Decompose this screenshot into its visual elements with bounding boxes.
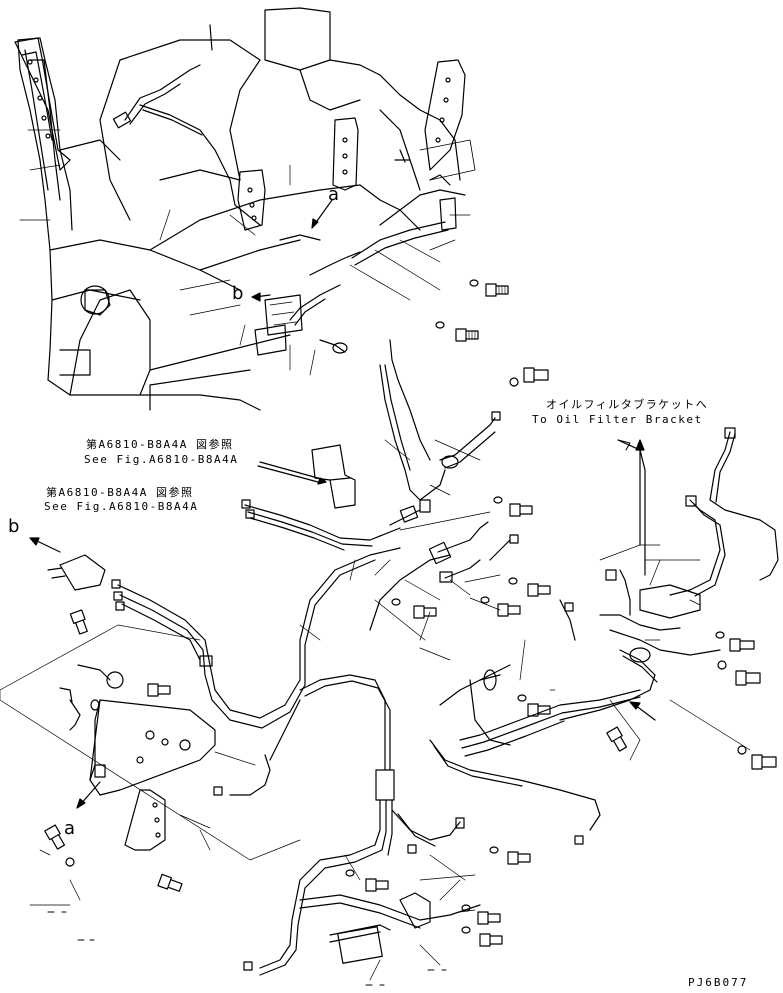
lift-bracket-right <box>424 59 466 171</box>
reference-note-en-2: See Fig.A6810-B8A4A <box>44 500 199 513</box>
leader-lines <box>0 164 751 981</box>
callout-b-left: b <box>8 516 20 537</box>
engine-block <box>17 7 476 411</box>
drawing-code: PJ6B077 <box>688 976 749 989</box>
reference-note-jp-1: 第A6810-B8A4A 図参照 <box>86 438 234 451</box>
lift-bracket-left <box>14 37 71 171</box>
reference-note-en-1: See Fig.A6810-B8A4A <box>84 453 239 466</box>
upper-bracket <box>254 197 457 356</box>
oil-filter-line <box>559 427 779 721</box>
lift-bracket-center <box>332 117 359 191</box>
oil-filter-note-jp: オイルフィルタブラケットへ <box>546 398 709 411</box>
mid-bracket <box>259 444 356 509</box>
callout-a-bottom: a <box>64 818 76 839</box>
arrows <box>29 199 656 809</box>
bolts <box>44 279 777 947</box>
main-harness <box>111 339 641 976</box>
upper-harness <box>112 64 466 354</box>
callout-a-top: a <box>328 184 340 205</box>
dash-marks <box>47 911 447 986</box>
callout-b-top: b <box>232 283 244 304</box>
reference-note-jp-2: 第A6810-B8A4A 図参照 <box>46 486 194 499</box>
lower-bracket-assy <box>47 554 216 851</box>
oil-filter-note-en: To Oil Filter Bracket <box>532 413 703 426</box>
